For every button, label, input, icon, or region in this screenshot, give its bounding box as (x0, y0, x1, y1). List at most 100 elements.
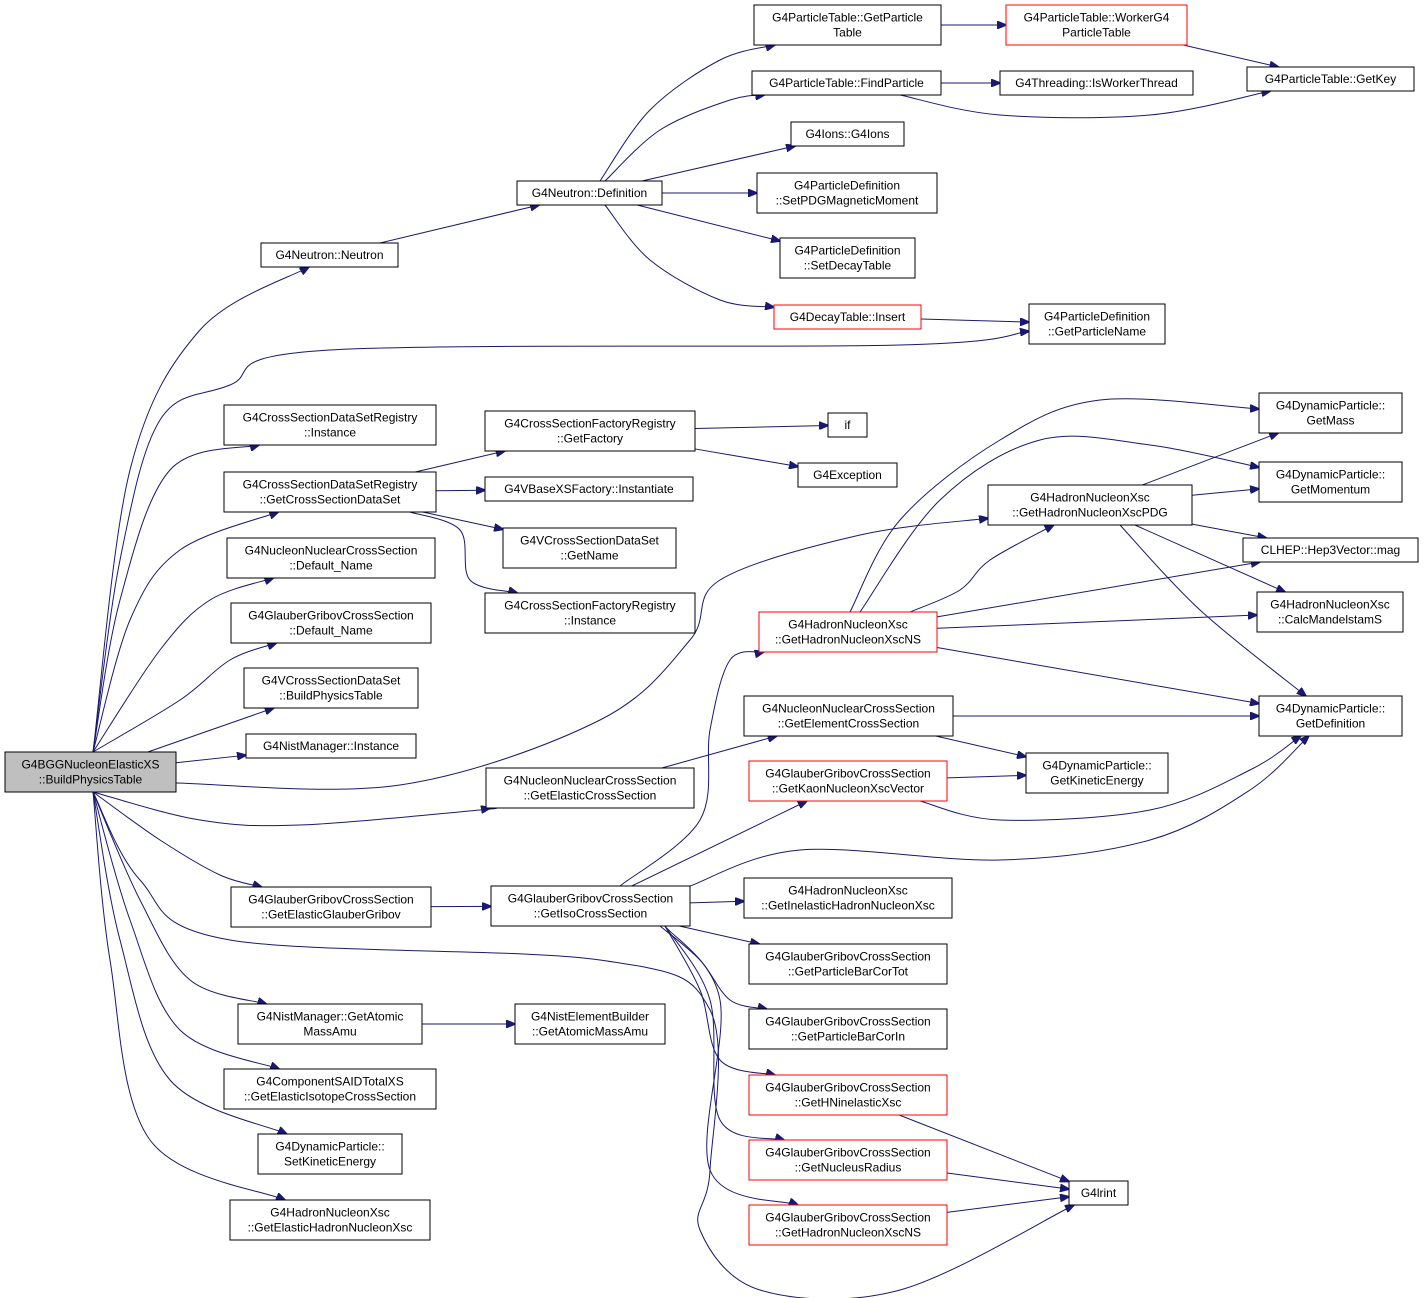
node-threading[interactable]: G4Threading::IsWorkerThread (999, 70, 1194, 96)
node-hn-inelastic[interactable]: G4HadronNucleonXsc::GetInelasticHadronNu… (743, 877, 953, 919)
node-gg-iso[interactable]: G4GlauberGribovCrossSection::GetIsoCross… (490, 885, 691, 927)
node-label: G4Neutron::Definition (532, 186, 647, 200)
node-ions[interactable]: G4Ions::G4Ions (790, 121, 905, 147)
node-pt-find[interactable]: G4ParticleTable::FindParticle (751, 70, 942, 96)
node-label: ::Default_Name (289, 559, 373, 573)
node-pd-getname[interactable]: G4ParticleDefinition::GetParticleName (1028, 303, 1166, 345)
node-gg-radius[interactable]: G4GlauberGribovCrossSection::GetNucleusR… (748, 1139, 948, 1181)
node-dp-setke[interactable]: G4DynamicParticle::SetKineticEnergy (257, 1133, 403, 1175)
node-label: G4GlauberGribovCrossSection (765, 1146, 930, 1160)
node-pt-getkey[interactable]: G4ParticleTable::GetKey (1246, 66, 1415, 92)
node-gg-hnin[interactable]: G4GlauberGribovCrossSection::GetHNinelas… (748, 1074, 948, 1116)
node-hn-elastic[interactable]: G4HadronNucleonXsc::GetElasticHadronNucl… (229, 1199, 431, 1241)
node-cs-reg-get[interactable]: G4CrossSectionDataSetRegistry::GetCrossS… (223, 471, 437, 513)
edge-csf_getfac-to-if (694, 425, 828, 428)
node-label: ParticleTable (1062, 26, 1131, 40)
node-box (230, 886, 432, 928)
node-vcs-name[interactable]: G4VCrossSectionDataSet::GetName (502, 527, 677, 569)
node-box (1028, 303, 1166, 345)
node-root[interactable]: G4BGGNucleonElasticXS::BuildPhysicsTable (4, 751, 177, 793)
edge-nn_elastic-to-nn_element (661, 736, 777, 769)
node-label: G4Neutron::Neutron (275, 248, 383, 262)
node-vcs-build[interactable]: G4VCrossSectionDataSet::BuildPhysicsTabl… (243, 667, 419, 709)
edge-root-to-gg_default (92, 643, 276, 753)
node-nist-mass[interactable]: G4NistManager::GetAtomicMassAmu (237, 1003, 423, 1045)
node-lrint[interactable]: G4lrint (1068, 1180, 1129, 1206)
node-label: ::GetElasticHadronNucleonXsc (248, 1221, 413, 1235)
node-neutron[interactable]: G4Neutron::Neutron (260, 242, 399, 268)
node-gg-default[interactable]: G4GlauberGribovCrossSection::Default_Nam… (230, 602, 432, 644)
edge-hn_ns-to-dp_mass (849, 398, 1259, 613)
node-vbase-inst[interactable]: G4VBaseXSFactory::Instantiate (484, 476, 694, 502)
node-gg-elastic[interactable]: G4GlauberGribovCrossSection::GetElasticG… (230, 886, 432, 928)
node-gg-kaon[interactable]: G4GlauberGribovCrossSection::GetKaonNucl… (748, 760, 948, 802)
node-gg-barin[interactable]: G4GlauberGribovCrossSection::GetParticle… (748, 1008, 948, 1050)
node-dp-def[interactable]: G4DynamicParticle::GetDefinition (1258, 695, 1403, 737)
node-label: G4NistManager::Instance (263, 739, 399, 753)
node-box (257, 1133, 403, 1175)
node-label: G4GlauberGribovCrossSection (765, 1015, 930, 1029)
node-label: ::SetDecayTable (804, 259, 892, 273)
node-dt-insert[interactable]: G4DecayTable::Insert (773, 304, 922, 330)
node-neutron-def[interactable]: G4Neutron::Definition (516, 180, 663, 206)
edge-gg_kaon-to-dp_getke (946, 775, 1026, 778)
node-label: G4ParticleDefinition (794, 179, 900, 193)
edge-pt_worker-to-pt_getkey (1183, 44, 1278, 67)
node-hn-mandel[interactable]: G4HadronNucleonXsc::CalcMandelstamS (1256, 591, 1404, 633)
node-label: G4ParticleDefinition (794, 244, 900, 258)
node-box (748, 1204, 948, 1246)
node-label: ::SetPDGMagneticMoment (776, 194, 919, 208)
node-box (243, 667, 419, 709)
node-box (226, 537, 436, 579)
node-pd-setpdg[interactable]: G4ParticleDefinition::SetPDGMagneticMome… (756, 172, 938, 214)
node-box (748, 760, 948, 802)
nodes-layer: G4BGGNucleonElasticXS::BuildPhysicsTable… (4, 4, 1419, 1246)
node-nn-default[interactable]: G4NucleonNuclearCrossSection::Default_Na… (226, 537, 436, 579)
node-label: CLHEP::Hep3Vector::mag (1261, 543, 1400, 557)
node-csf-getfac[interactable]: G4CrossSectionFactoryRegistry::GetFactor… (484, 410, 696, 452)
node-exception[interactable]: G4Exception (797, 462, 898, 488)
node-label: GetMass (1306, 414, 1354, 428)
node-label: G4GlauberGribovCrossSection (765, 950, 930, 964)
node-gg-bartot[interactable]: G4GlauberGribovCrossSection::GetParticle… (748, 943, 948, 985)
node-said[interactable]: G4ComponentSAIDTotalXS::GetElasticIsotop… (223, 1068, 437, 1110)
node-label: G4GlauberGribovCrossSection (765, 1211, 930, 1225)
node-label: ::GetName (560, 549, 618, 563)
edge-hn_ns-to-hn_pdg (909, 525, 1054, 613)
node-dp-momentum[interactable]: G4DynamicParticle::GetMomentum (1258, 461, 1403, 503)
node-box (229, 1199, 431, 1241)
node-gg-hnxscns[interactable]: G4GlauberGribovCrossSection::GetHadronNu… (748, 1204, 948, 1246)
edge-root-to-hn_elastic (92, 791, 285, 1200)
node-dp-mass[interactable]: G4DynamicParticle::GetMass (1258, 392, 1403, 434)
node-nn-element[interactable]: G4NucleonNuclearCrossSection::GetElement… (743, 695, 954, 737)
node-nist-builder[interactable]: G4NistElementBuilder::GetAtomicMassAmu (514, 1003, 666, 1045)
node-csf-inst[interactable]: G4CrossSectionFactoryRegistry::Instance (484, 592, 696, 634)
node-label: ::GetElementCrossSection (778, 717, 919, 731)
node-label: G4ComponentSAIDTotalXS (256, 1075, 403, 1089)
node-hep3-mag[interactable]: CLHEP::Hep3Vector::mag (1242, 537, 1419, 563)
edge-gg_iso-to-gg_hnxscns (664, 925, 798, 1205)
node-pd-setdecay[interactable]: G4ParticleDefinition::SetDecayTable (779, 237, 916, 279)
edge-root-to-pd_getname (92, 331, 1029, 753)
node-box (514, 1003, 666, 1045)
edge-root-to-nn_default (92, 578, 273, 753)
node-label: GetKineticEnergy (1050, 774, 1143, 788)
edge-hn_ns-to-dp_momentum (859, 435, 1259, 613)
node-label: G4GlauberGribovCrossSection (765, 767, 930, 781)
node-cs-reg-inst[interactable]: G4CrossSectionDataSetRegistry::Instance (223, 404, 437, 446)
node-box (1246, 66, 1415, 92)
node-box (773, 304, 922, 330)
node-label: G4NistManager::GetAtomic (257, 1010, 404, 1024)
node-nist-inst[interactable]: G4NistManager::Instance (245, 733, 417, 759)
node-box (484, 592, 696, 634)
node-nn-elastic[interactable]: G4NucleonNuclearCrossSection::GetElastic… (485, 767, 695, 809)
edge-gg_hnxscns-to-lrint (946, 1197, 1069, 1213)
node-hn-ns[interactable]: G4HadronNucleonXsc::GetHadronNucleonXscN… (758, 611, 938, 653)
node-dp-getke[interactable]: G4DynamicParticle::GetKineticEnergy (1025, 752, 1169, 794)
node-label: ::Default_Name (289, 624, 373, 638)
node-label: G4VCrossSectionDataSet (262, 674, 401, 688)
node-hn-pdg[interactable]: G4HadronNucleonXsc::GetHadronNucleonXscP… (987, 484, 1193, 526)
node-if[interactable]: if (827, 412, 868, 438)
